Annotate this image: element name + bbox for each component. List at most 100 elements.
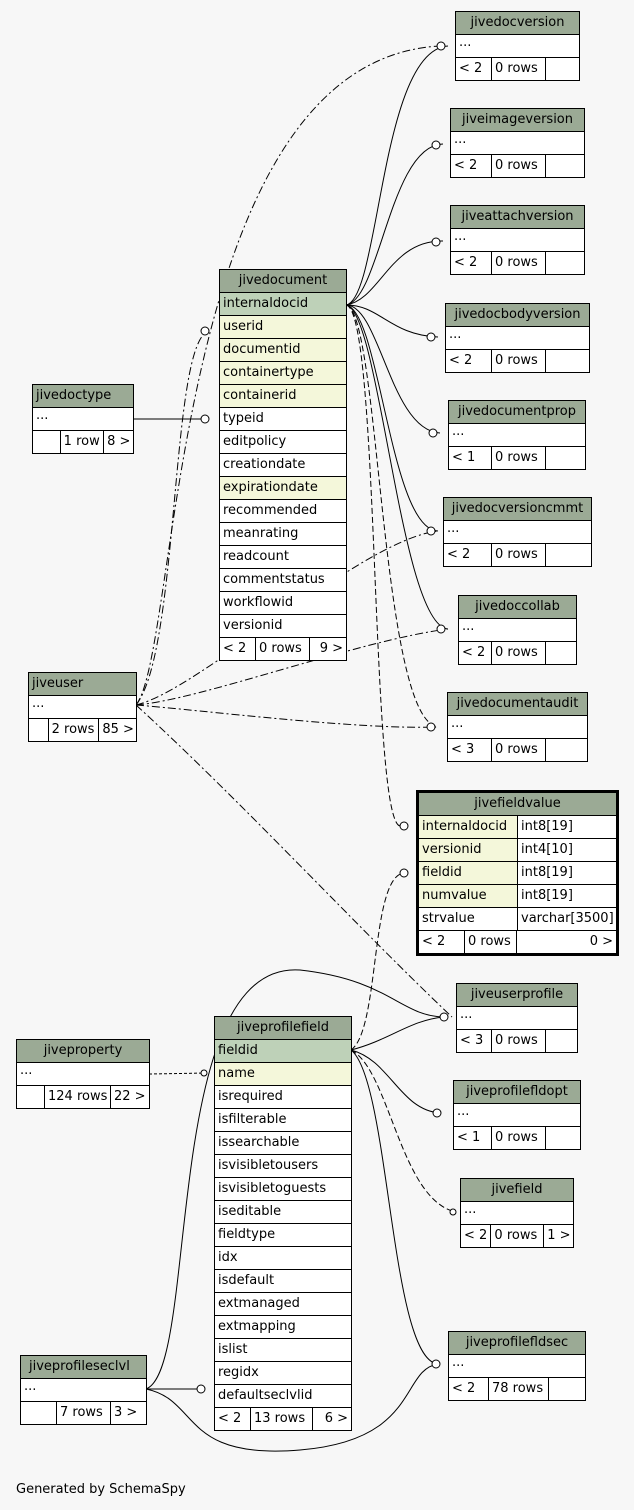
table-columns-ellipsis: ... xyxy=(454,1104,580,1127)
table-header: jiveuserprofile xyxy=(457,984,577,1007)
edges-from-jiveprofileseclvl xyxy=(145,969,445,1452)
table-columns-ellipsis: ... xyxy=(21,1379,146,1402)
table-header: jivedoctype xyxy=(33,385,133,408)
table-header: jivedocversion xyxy=(456,12,579,35)
column-type: int8[19] xyxy=(517,816,616,838)
column-commentstatus: commentstatus xyxy=(220,569,346,592)
table-header: jivedocument xyxy=(220,270,346,293)
table-header: jiveattachversion xyxy=(451,206,584,229)
column-containerid: containerid xyxy=(220,385,346,408)
table-jiveprofilefield[interactable]: jiveprofilefield fieldid name isrequired… xyxy=(214,1016,352,1431)
row-count: 0 rows xyxy=(492,739,546,761)
row-count: 0 rows xyxy=(492,642,546,664)
children-count xyxy=(546,739,552,761)
row-count: 1 row xyxy=(61,431,105,453)
parents-count: < 2 xyxy=(215,1408,251,1430)
row-count: 0 rows xyxy=(492,1030,546,1052)
column-type: int4[10] xyxy=(517,839,616,861)
edges-from-jiveuser xyxy=(135,45,453,1018)
parents-count: < 3 xyxy=(448,739,492,761)
edge-property-name xyxy=(148,1072,209,1075)
column-idx: idx xyxy=(215,1247,351,1270)
parents-count xyxy=(29,719,49,741)
row-count: 0 rows xyxy=(492,1127,546,1149)
generated-by-label: Generated by SchemaSpy xyxy=(16,1482,186,1497)
parents-count xyxy=(21,1402,57,1424)
table-columns-ellipsis: ... xyxy=(448,716,587,739)
row-count: 0 rows xyxy=(492,155,546,177)
table-columns-ellipsis: ... xyxy=(444,521,591,544)
children-count xyxy=(546,58,552,80)
children-count: 22 > xyxy=(114,1089,146,1104)
column-type: varchar[3500] xyxy=(517,908,616,930)
parents-count: < 1 xyxy=(454,1127,492,1149)
row-count: 0 rows xyxy=(492,58,546,80)
table-jivedocument[interactable]: jivedocument internaldocid userid docume… xyxy=(219,269,347,661)
column-isvisibletousers: isvisibletousers xyxy=(215,1155,351,1178)
parents-count: < 2 xyxy=(451,155,492,177)
row-count: 0 rows xyxy=(492,544,546,566)
column-containertype: containertype xyxy=(220,362,346,385)
table-header: jivefield xyxy=(461,1179,573,1202)
table-header: jiveuser xyxy=(29,673,136,696)
row-count: 0 rows xyxy=(256,638,310,660)
column-userid: userid xyxy=(220,316,346,339)
column-isdefault: isdefault xyxy=(215,1270,351,1293)
table-header: jivedocbodyversion xyxy=(446,304,589,327)
children-count xyxy=(546,350,552,372)
column-name: numvalue xyxy=(422,888,487,903)
row-count: 0 rows xyxy=(465,931,517,953)
table-columns-ellipsis: ... xyxy=(457,1007,577,1030)
column-typeid: typeid xyxy=(220,408,346,431)
table-header: jiveprofilefldopt xyxy=(454,1081,580,1104)
children-count: 85 > xyxy=(102,722,134,737)
table-columns-ellipsis: ... xyxy=(446,327,589,350)
children-count xyxy=(546,1127,552,1149)
parents-count xyxy=(33,431,61,453)
children-count: 6 > xyxy=(324,1411,348,1426)
table-header: jivedocumentprop xyxy=(449,401,585,424)
edges-from-jiveprofilefield xyxy=(350,872,457,1365)
table-columns-ellipsis: ... xyxy=(461,1202,573,1225)
row-count: 2 rows xyxy=(49,719,100,741)
table-header: jivefieldvalue xyxy=(419,793,616,816)
table-columns-ellipsis: ... xyxy=(456,35,579,58)
row-count: 0 rows xyxy=(491,1225,545,1247)
table-header: jiveproperty xyxy=(17,1040,149,1063)
table-columns-ellipsis: ... xyxy=(459,619,576,642)
children-count xyxy=(546,1030,552,1052)
table-columns-ellipsis: ... xyxy=(449,1355,585,1378)
table-header: jiveprofilefield xyxy=(215,1017,351,1040)
row-count: 0 rows xyxy=(492,350,546,372)
children-count xyxy=(546,447,552,469)
column-internaldocid: internaldocid xyxy=(220,293,346,316)
